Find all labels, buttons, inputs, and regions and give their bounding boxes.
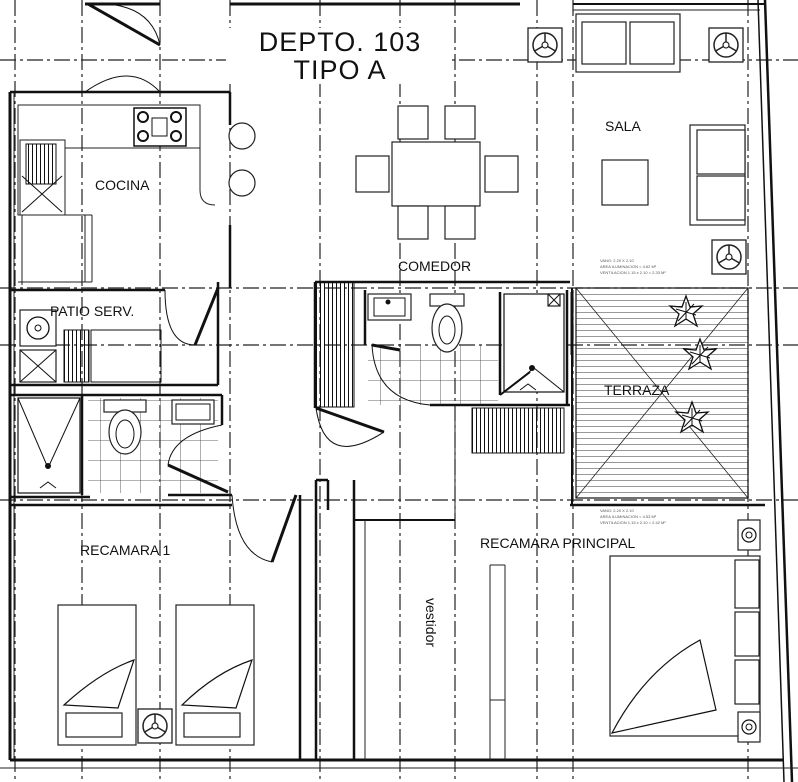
hatched-closets: [19, 139, 565, 454]
vano-note-line: VANO: 2.20 X 2.10: [600, 508, 634, 513]
vano-note-sala: VANO: 2.20 X 2.10 AREA ILUMINACION = 4.6…: [600, 258, 666, 275]
room-label-comedor: COMEDOR: [398, 258, 471, 274]
vano-note-line: VENTILACION 1.15 x 2.10 = 2.42 M²: [600, 520, 666, 525]
double-bed: [609, 519, 761, 743]
fan-icon: [711, 239, 747, 275]
sofa: [575, 13, 746, 226]
washer: [19, 309, 57, 383]
room-label-patio-serv: PATIO SERV.: [50, 303, 134, 319]
bath-center: [367, 293, 565, 405]
terrace-deck: [575, 287, 749, 499]
doors: [84, 2, 574, 563]
vano-note-line: AREA ILUMINACION = 4.53 M²: [600, 514, 657, 519]
vano-note-line: VANO: 2.20 X 2.10: [600, 258, 634, 263]
plan-title-line-1: DEPTO. 103: [259, 27, 422, 57]
vano-note-line: VENTILACION 1.15 x 2.10 = 2.33 M²: [600, 270, 666, 275]
room-label-cocina: COCINA: [95, 177, 150, 193]
fan-icon: [137, 708, 173, 744]
room-label-vestidor: vestidor: [423, 598, 439, 647]
twin-beds: [57, 604, 255, 746]
bath-left: [17, 397, 218, 494]
bar-stools: [228, 122, 256, 197]
room-label-sala: SALA: [605, 118, 641, 134]
fan-icon: [527, 27, 563, 63]
vano-note-recamara: VANO: 2.20 X 2.10 AREA ILUMINACION = 4.5…: [600, 508, 666, 525]
room-label-recamara-1: RECAMARA 1: [80, 542, 170, 558]
dining-table: [355, 105, 519, 240]
plan-title-line-2: TIPO A: [293, 55, 386, 85]
room-label-terraza: TERRAZA: [604, 382, 670, 398]
vano-note-line: AREA ILUMINACION = 4.62 M²: [600, 264, 657, 269]
fan-icon: [708, 27, 744, 63]
room-label-recamara-principal: RECAMARA PRINCIPAL: [480, 535, 636, 551]
stove: [133, 107, 187, 147]
